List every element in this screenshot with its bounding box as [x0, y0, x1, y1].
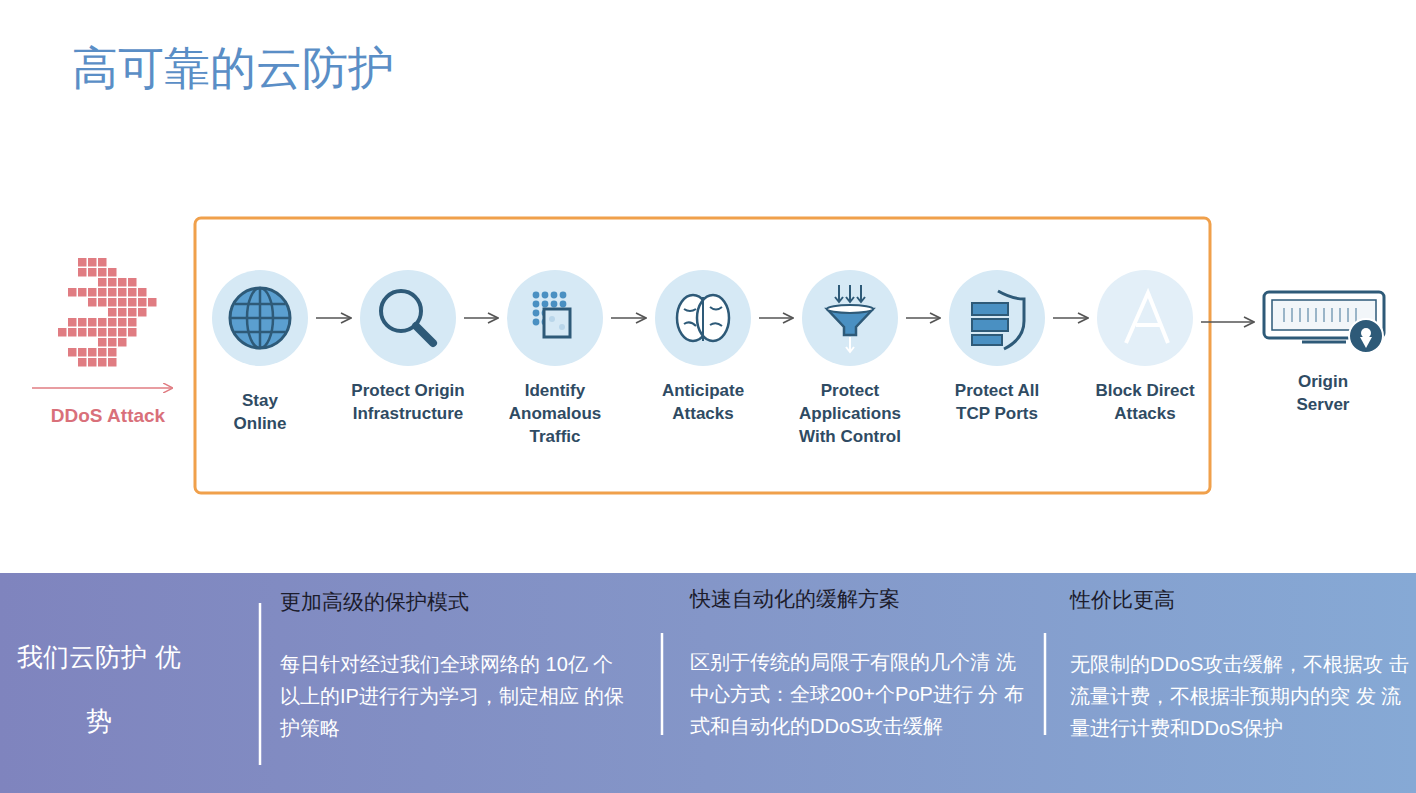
- process-circle: Protect Origin Infrastructure: [359, 269, 457, 367]
- column-body: 区别于传统的局限于有限的几个清 洗中心方式：全球200+个PoP进行 分 布式和…: [690, 646, 1030, 742]
- node-icon: [1262, 290, 1386, 356]
- process-circle: Anticipate Attacks: [654, 269, 752, 367]
- attack-arrow: [32, 387, 172, 389]
- node-icon: [654, 269, 752, 367]
- column-heading: 更加高级的保护模式: [280, 587, 640, 617]
- node-icon: [801, 269, 899, 367]
- flow-arrow: [316, 317, 351, 319]
- node-label: DDoS Attack: [28, 404, 188, 427]
- process-circle: Protect Applications With Control: [801, 269, 899, 367]
- process-circle: Protect All TCP Ports: [948, 269, 1046, 367]
- node-label: Protect Origin Infrastructure: [343, 379, 473, 425]
- process-circle: Stay Online: [211, 269, 309, 367]
- node-icon: [1096, 269, 1194, 367]
- flow-arrow: [759, 317, 793, 319]
- column-body: 每日针对经过我们全球网络的 10亿 个以上的IP进行行为学习，制定相应 的保护策…: [280, 648, 630, 744]
- column-body: 无限制的DDoS攻击缓解，不根据攻 击流量计费，不根据非预期内的突 发 流量进行…: [1070, 648, 1410, 744]
- node-icon: [506, 269, 604, 367]
- flow-arrow: [1053, 317, 1088, 319]
- process-circle: Identify Anomalous Traffic: [506, 269, 604, 367]
- process-circle: Block Direct Attacks: [1096, 269, 1194, 367]
- band-heading: 我们云防护 优势: [14, 625, 184, 753]
- divider-line: [661, 633, 664, 735]
- node-label: Protect All TCP Ports: [945, 379, 1049, 425]
- node-label: Protect Applications With Control: [789, 379, 911, 448]
- flow-arrow: [906, 317, 940, 319]
- column-heading: 性价比更高: [1070, 585, 1400, 615]
- divider-line: [259, 603, 262, 765]
- origin-server: Origin Server: [1262, 290, 1386, 356]
- node-label: Origin Server: [1273, 370, 1373, 416]
- page-title: 高可靠的云防护: [72, 38, 394, 100]
- attack-source: DDoS Attack: [58, 258, 158, 368]
- node-icon: [211, 269, 309, 367]
- node-label: Block Direct Attacks: [1089, 379, 1201, 425]
- node-icon: [359, 269, 457, 367]
- flow-arrow: [611, 317, 646, 319]
- node-label: Anticipate Attacks: [653, 379, 753, 425]
- node-label: Identify Anomalous Traffic: [505, 379, 605, 448]
- divider-line: [1044, 633, 1047, 735]
- advantage-band: 我们云防护 优势 更加高级的保护模式每日针对经过我们全球网络的 10亿 个以上的I…: [0, 573, 1416, 793]
- flow-arrow: [1201, 321, 1254, 323]
- flow-arrow: [464, 317, 498, 319]
- node-icon: [948, 269, 1046, 367]
- column-heading: 快速自动化的缓解方案: [690, 584, 1030, 614]
- node-icon: [58, 258, 158, 368]
- protection-frame: [195, 218, 1210, 493]
- node-label: Stay Online: [225, 389, 295, 435]
